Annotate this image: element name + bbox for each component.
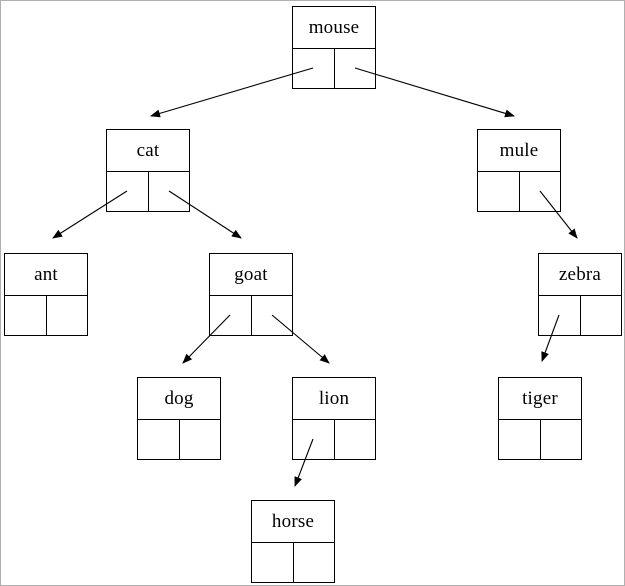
left-pointer-cell-dog: [138, 420, 180, 459]
tree-node-dog: dog: [137, 377, 221, 460]
tree-node-tiger: tiger: [498, 377, 582, 460]
node-label-cat: cat: [107, 130, 189, 172]
tree-node-lion: lion: [292, 377, 376, 460]
pointer-cells-cat: [107, 172, 189, 211]
left-pointer-cell-ant: [5, 296, 47, 335]
right-pointer-cell-zebra: [581, 296, 622, 335]
pointer-cells-horse: [252, 543, 334, 582]
node-label-dog: dog: [138, 378, 220, 420]
tree-node-goat: goat: [209, 253, 293, 336]
left-pointer-cell-cat: [107, 172, 149, 211]
node-label-tiger: tiger: [499, 378, 581, 420]
edge-mouse-mule: [354, 67, 515, 118]
right-pointer-cell-tiger: [541, 420, 582, 459]
node-label-ant: ant: [5, 254, 87, 296]
tree-node-cat: cat: [106, 129, 190, 212]
pointer-cells-mouse: [293, 49, 375, 88]
node-label-goat: goat: [210, 254, 292, 296]
left-pointer-cell-mule: [478, 172, 520, 211]
pointer-cells-lion: [293, 420, 375, 459]
left-pointer-cell-lion: [293, 420, 335, 459]
left-pointer-cell-goat: [210, 296, 252, 335]
right-pointer-cell-lion: [335, 420, 376, 459]
left-pointer-cell-tiger: [499, 420, 541, 459]
pointer-cells-ant: [5, 296, 87, 335]
right-pointer-cell-mule: [520, 172, 561, 211]
right-pointer-cell-dog: [180, 420, 221, 459]
left-pointer-cell-mouse: [293, 49, 335, 88]
node-label-zebra: zebra: [539, 254, 621, 296]
tree-node-mouse: mouse: [292, 6, 376, 89]
node-label-mouse: mouse: [293, 7, 375, 49]
pointer-cells-tiger: [499, 420, 581, 459]
tree-node-horse: horse: [251, 500, 335, 583]
right-pointer-cell-cat: [149, 172, 190, 211]
node-label-mule: mule: [478, 130, 560, 172]
right-pointer-cell-ant: [47, 296, 88, 335]
tree-node-mule: mule: [477, 129, 561, 212]
tree-node-ant: ant: [4, 253, 88, 336]
pointer-cells-goat: [210, 296, 292, 335]
right-pointer-cell-horse: [294, 543, 335, 582]
pointer-cells-dog: [138, 420, 220, 459]
right-pointer-cell-goat: [252, 296, 293, 335]
tree-node-zebra: zebra: [538, 253, 622, 336]
edge-mouse-cat: [150, 67, 314, 118]
right-pointer-cell-mouse: [335, 49, 376, 88]
left-pointer-cell-horse: [252, 543, 294, 582]
node-label-horse: horse: [252, 501, 334, 543]
pointer-cells-zebra: [539, 296, 621, 335]
pointer-cells-mule: [478, 172, 560, 211]
left-pointer-cell-zebra: [539, 296, 581, 335]
node-label-lion: lion: [293, 378, 375, 420]
